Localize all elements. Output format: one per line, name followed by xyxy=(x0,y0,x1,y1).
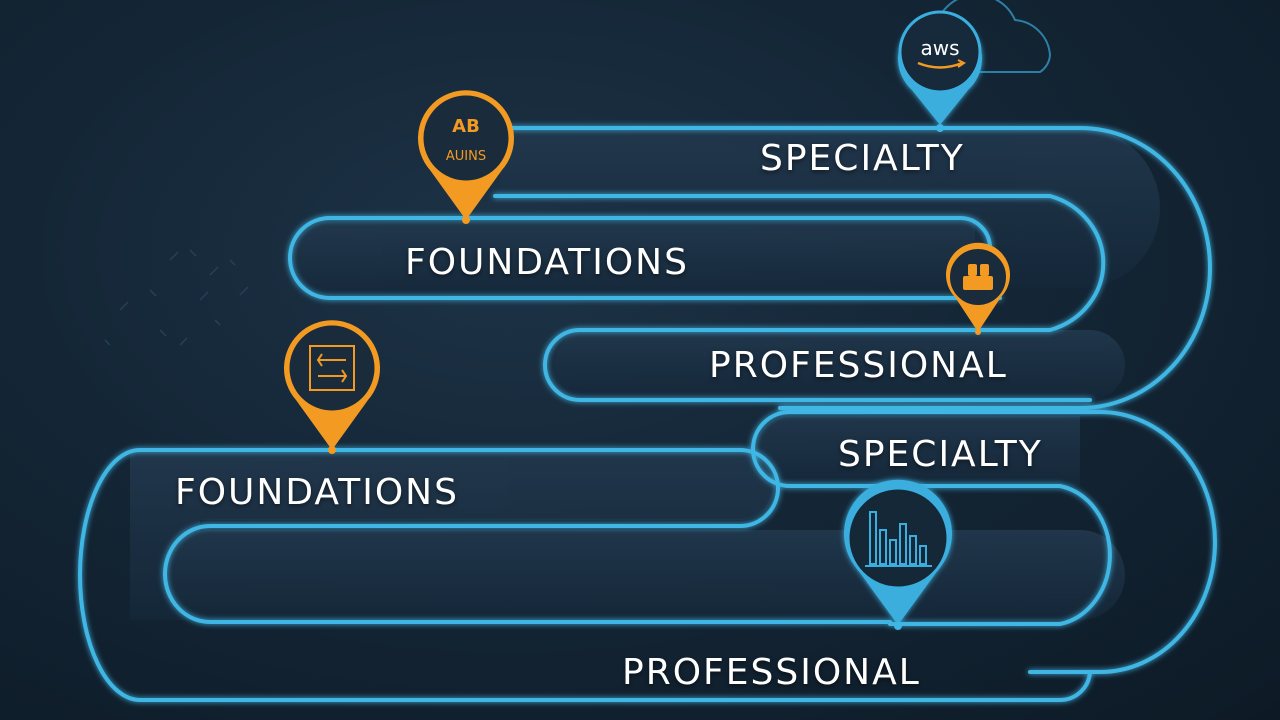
stage-label-specialty: SPECIALTY xyxy=(760,138,965,179)
stage-label-foundations-2: FOUNDATIONS xyxy=(175,472,459,513)
aws-logo-text: aws xyxy=(920,36,959,60)
track-path xyxy=(78,126,1217,703)
blocks-icon xyxy=(946,242,1010,335)
stage-label-foundations: FOUNDATIONS xyxy=(405,242,689,283)
aws-logo-icon: aws xyxy=(898,10,982,132)
badge-icon: AB AUINS xyxy=(418,90,515,224)
bar-chart-icon xyxy=(844,479,953,630)
code-frame-icon xyxy=(284,320,381,454)
stage-label-professional: PROFESSIONAL xyxy=(709,345,1008,386)
background-sparkles xyxy=(104,249,249,346)
stage-label-professional-2: PROFESSIONAL xyxy=(622,652,921,693)
stage-label-specialty-2: SPECIALTY xyxy=(838,434,1043,475)
badge-line-2: AUINS xyxy=(446,149,486,164)
badge-line-1: AB xyxy=(452,116,480,137)
